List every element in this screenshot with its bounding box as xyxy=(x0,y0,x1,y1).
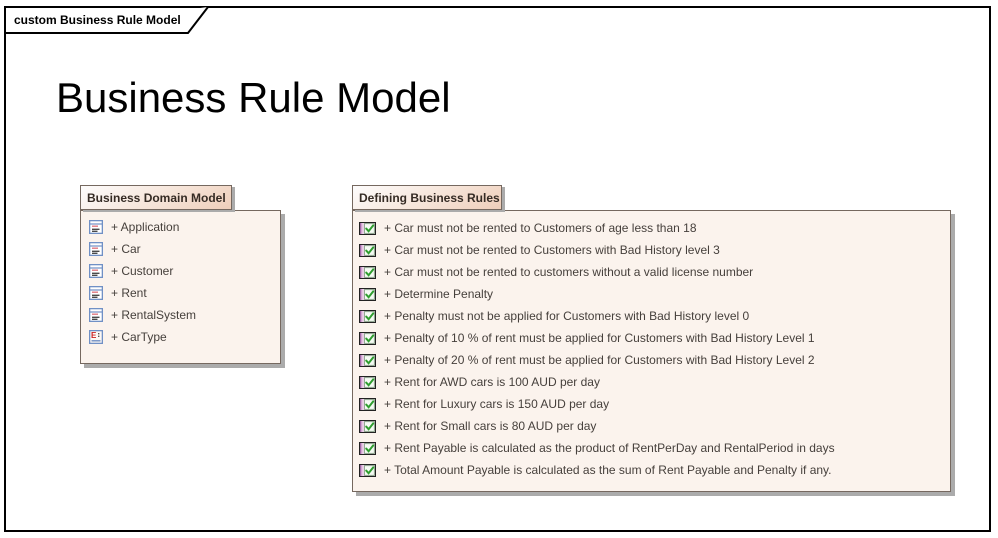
business-rule-icon xyxy=(359,441,376,455)
class-icon xyxy=(89,242,103,256)
package-tab[interactable]: Defining Business Rules xyxy=(352,185,502,210)
svg-text:E: E xyxy=(91,331,97,340)
list-item[interactable]: + Car must not be rented to Customers of… xyxy=(359,217,950,239)
list-item[interactable]: E + CarType xyxy=(89,326,280,348)
package-tab[interactable]: Business Domain Model xyxy=(80,185,232,210)
business-rule-icon xyxy=(359,331,376,345)
business-rule-icon xyxy=(359,243,376,257)
list-item[interactable]: + Application xyxy=(89,216,280,238)
business-rule-icon xyxy=(359,265,376,279)
class-icon xyxy=(89,286,103,300)
item-label: + Penalty of 20 % of rent must be applie… xyxy=(384,353,815,367)
item-label: + Application xyxy=(111,220,180,234)
list-item[interactable]: + Penalty must not be applied for Custom… xyxy=(359,305,950,327)
list-item[interactable]: + Car must not be rented to Customers wi… xyxy=(359,239,950,261)
business-rule-icon xyxy=(359,287,376,301)
package-title: Business Domain Model xyxy=(87,190,226,205)
item-label: + Rent for Luxury cars is 150 AUD per da… xyxy=(384,397,610,411)
item-label: + Determine Penalty xyxy=(384,287,494,301)
item-label: + Total Amount Payable is calculated as … xyxy=(384,463,832,477)
business-rule-icon xyxy=(359,397,376,411)
list-item[interactable]: + Rent xyxy=(89,282,280,304)
business-rule-icon xyxy=(359,463,376,477)
class-icon xyxy=(89,264,103,278)
frame-tab-outline xyxy=(5,6,209,34)
item-label: + Rent for Small cars is 80 AUD per day xyxy=(384,419,597,433)
item-label: + Rent xyxy=(111,286,147,300)
diagram-title: Business Rule Model xyxy=(56,74,451,121)
list-item[interactable]: + Total Amount Payable is calculated as … xyxy=(359,459,950,481)
item-label: + Car must not be rented to customers wi… xyxy=(384,265,754,279)
list-item[interactable]: + Penalty of 10 % of rent must be applie… xyxy=(359,327,950,349)
frame-tab-label: custom Business Rule Model xyxy=(14,13,181,27)
list-item[interactable]: + Rent for Small cars is 80 AUD per day xyxy=(359,415,950,437)
list-item[interactable]: + Rent Payable is calculated as the prod… xyxy=(359,437,950,459)
list-item[interactable]: + Customer xyxy=(89,260,280,282)
package-body[interactable]: + Application + Car + Customer + Rent + Rent… xyxy=(80,210,281,364)
item-label: + Car xyxy=(111,242,141,256)
list-item[interactable]: + RentalSystem xyxy=(89,304,280,326)
business-rule-icon xyxy=(359,419,376,433)
item-label: + Penalty must not be applied for Custom… xyxy=(384,309,750,323)
package-body[interactable]: + Car must not be rented to Customers of… xyxy=(352,210,951,492)
list-item[interactable]: + Car xyxy=(89,238,280,260)
business-rule-icon xyxy=(359,221,376,235)
item-label: + Penalty of 10 % of rent must be applie… xyxy=(384,331,815,345)
business-rule-icon xyxy=(359,375,376,389)
list-item[interactable]: + Rent for AWD cars is 100 AUD per day xyxy=(359,371,950,393)
list-item[interactable]: + Penalty of 20 % of rent must be applie… xyxy=(359,349,950,371)
item-label: + Rent Payable is calculated as the prod… xyxy=(384,441,835,455)
business-rule-icon xyxy=(359,309,376,323)
class-icon xyxy=(89,308,103,322)
item-label: + Car must not be rented to Customers wi… xyxy=(384,243,720,257)
item-label: + Car must not be rented to Customers of… xyxy=(384,221,697,235)
list-item[interactable]: + Car must not be rented to customers wi… xyxy=(359,261,950,283)
item-label: + Rent for AWD cars is 100 AUD per day xyxy=(384,375,600,389)
item-label: + Customer xyxy=(111,264,174,278)
class-icon xyxy=(89,220,103,234)
item-label: + CarType xyxy=(111,330,167,344)
item-label: + RentalSystem xyxy=(111,308,197,322)
list-item[interactable]: + Determine Penalty xyxy=(359,283,950,305)
business-rule-icon xyxy=(359,353,376,367)
list-item[interactable]: + Rent for Luxury cars is 150 AUD per da… xyxy=(359,393,950,415)
enumeration-icon: E xyxy=(89,330,103,344)
package-title: Defining Business Rules xyxy=(359,190,500,205)
